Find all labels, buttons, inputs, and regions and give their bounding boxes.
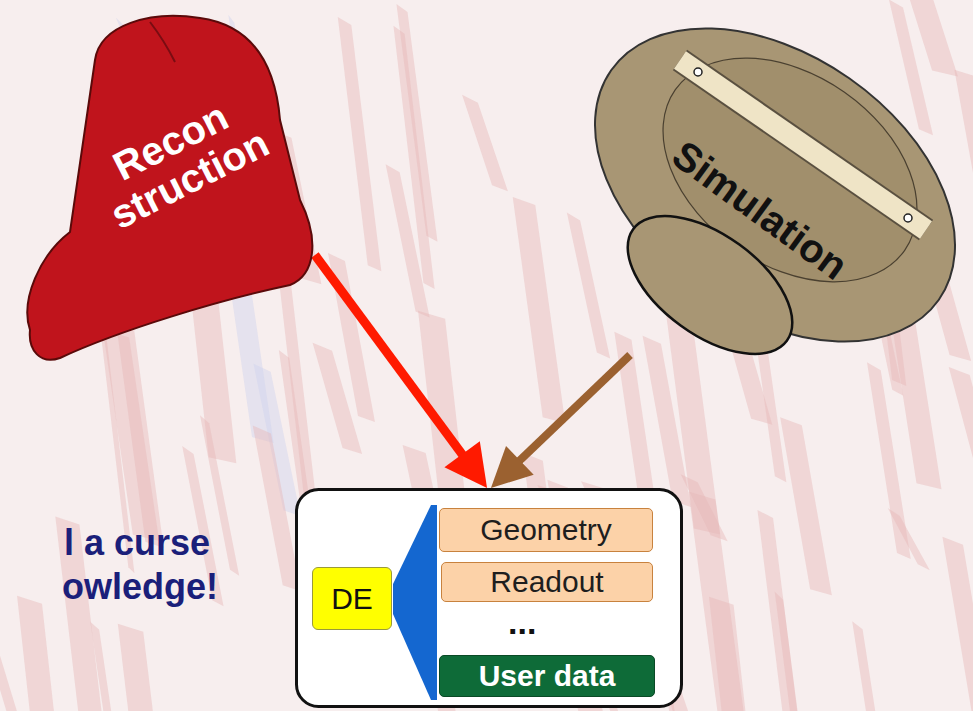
arrow-connector	[315, 255, 487, 488]
arrow-connector	[491, 355, 630, 488]
detector-element-frame: DE GeometryReadoutUser data	[295, 488, 683, 708]
background-stripe	[954, 70, 973, 242]
component-label: DE	[331, 582, 373, 616]
arrow-head	[491, 446, 534, 488]
arrow-head	[444, 441, 487, 488]
component-box: User data	[439, 655, 655, 697]
background-stripe	[0, 623, 22, 711]
component-label: Geometry	[480, 513, 612, 547]
hat-rivet	[904, 214, 912, 222]
background-stripe	[780, 417, 832, 595]
background-stripe	[567, 212, 610, 358]
background-stripe	[338, 17, 382, 271]
background-stripe	[17, 596, 72, 711]
background-stripe	[942, 537, 973, 711]
background-stripe	[118, 624, 173, 711]
component-box: DE	[312, 567, 392, 630]
arrow-shaft	[315, 255, 465, 458]
background-stripe	[643, 336, 691, 507]
background-stripe	[867, 362, 911, 559]
ellipsis-label: ...	[508, 603, 536, 642]
slide-text: owledge!	[62, 566, 218, 608]
fan-bracket	[393, 505, 437, 700]
background-stripe	[462, 95, 508, 192]
background-stripe	[253, 426, 301, 592]
hat-brim	[537, 0, 973, 406]
background-stripe	[757, 510, 803, 711]
background-stripe	[902, 0, 958, 77]
component-box: Readout	[441, 562, 653, 602]
background-stripe	[115, 318, 163, 548]
background-stripe	[949, 367, 973, 486]
component-label: User data	[479, 659, 616, 693]
hat-shape	[27, 16, 312, 360]
background-stripe	[688, 491, 745, 711]
background-stripe	[513, 197, 566, 423]
reconstruction-hat: Recon struction	[15, 10, 315, 360]
simulation-hat-outline	[585, 15, 970, 355]
hat-crease	[150, 22, 175, 62]
simulation-hat: Simulation	[585, 15, 970, 355]
background-stripe	[393, 26, 434, 289]
background-stripe	[852, 621, 892, 711]
hat-rivet	[694, 68, 702, 76]
arrow-shaft	[517, 355, 630, 463]
slide-text: l a curse	[64, 522, 210, 564]
component-label: Readout	[490, 565, 603, 599]
component-box: Geometry	[439, 508, 653, 552]
frame-border	[297, 490, 682, 707]
